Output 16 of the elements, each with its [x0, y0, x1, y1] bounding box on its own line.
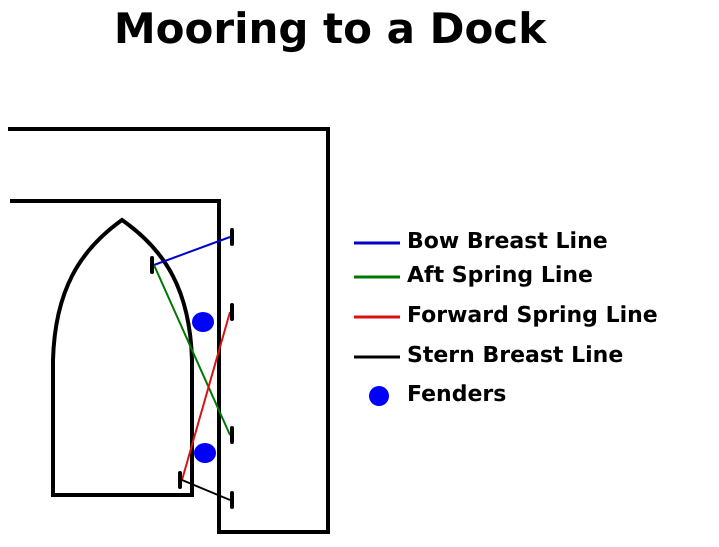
legend-label: Stern Breast Line	[407, 343, 624, 369]
legend-label: Forward Spring Line	[407, 303, 658, 329]
legend-label: Fenders	[407, 382, 506, 408]
title: Mooring to a Dock	[112, 4, 548, 53]
legend-label: Bow Breast Line	[407, 229, 608, 255]
mooring-line	[181, 312, 231, 480]
mooring-line	[153, 264, 231, 436]
cleat-bar	[178, 471, 182, 489]
mooring-line	[182, 479, 230, 501]
legend-label: Aft Spring Line	[407, 263, 593, 289]
cleat-bar	[150, 256, 154, 274]
mooring-line	[154, 236, 230, 266]
cleat-bar	[230, 491, 234, 509]
cleat-bar	[230, 426, 234, 444]
cleat-bar	[230, 303, 234, 321]
cleat-bar	[230, 228, 234, 246]
